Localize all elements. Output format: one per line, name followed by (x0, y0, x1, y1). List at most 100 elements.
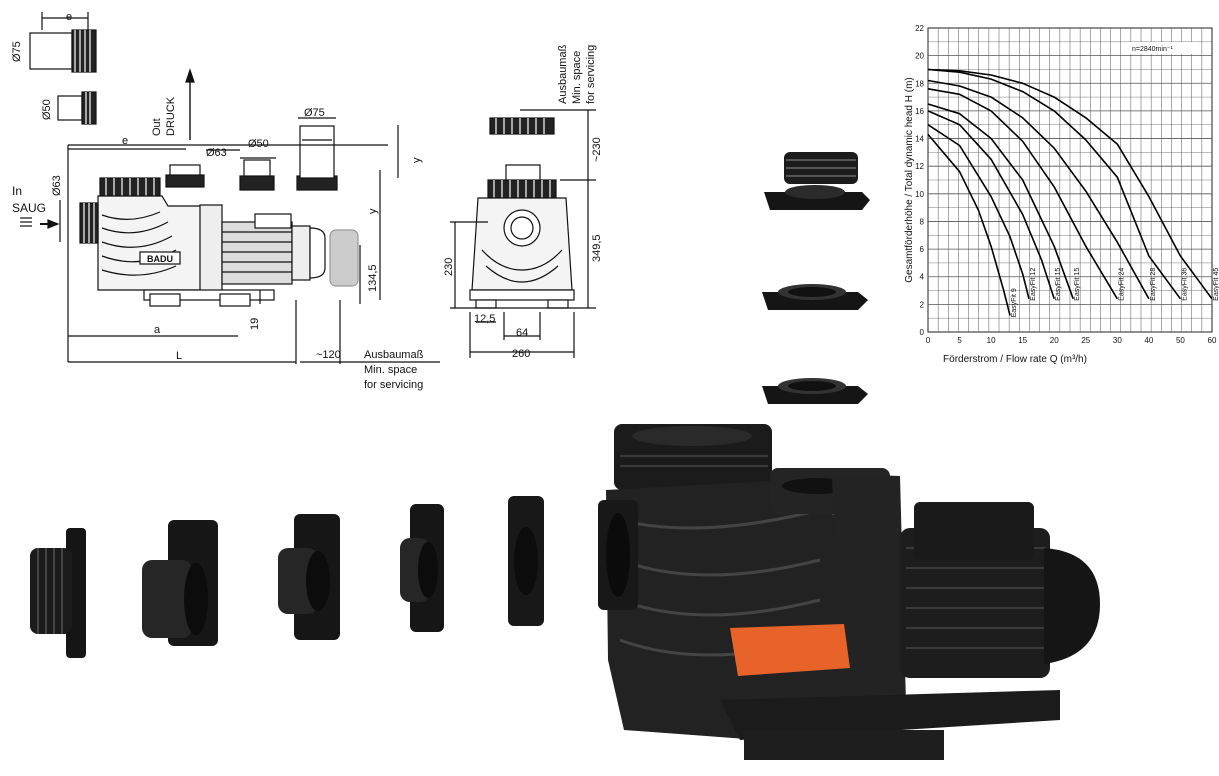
pump-photo-icon (598, 424, 1100, 760)
service-en-2-label: for servicing (364, 379, 423, 391)
threaded-adapter-icon (30, 528, 86, 658)
nameplate-icon (139, 251, 181, 265)
x-tick-label: 40 (1144, 336, 1153, 345)
in-label: In (12, 184, 22, 198)
y-tick-label: 16 (915, 107, 924, 116)
nameplate-label: BADU (147, 254, 173, 264)
dim-d75-label: Ø75 (304, 107, 325, 119)
dim-230-top-label: ~230 (591, 137, 603, 162)
dim-L-label: L (176, 350, 182, 362)
out-label: Out (151, 118, 163, 136)
dim-e-top-label: e (66, 11, 72, 23)
y-tick-label: 20 (915, 52, 924, 61)
x-tick-label: 60 (1208, 336, 1217, 345)
dim-19-label: 19 (249, 318, 261, 330)
chart-x-axis-label: Förderstrom / Flow rate Q (m³/h) (943, 354, 1087, 365)
x-tick-label: 20 (1050, 336, 1059, 345)
flange-adapters-row (30, 496, 544, 658)
series-label-4: EasyFit 15 (1074, 268, 1081, 301)
front-view-drawing (450, 109, 596, 358)
x-tick-label: 5 (957, 336, 962, 345)
druck-label: DRUCK (165, 96, 177, 136)
series-label-5: EasyFit 24 (1118, 268, 1125, 301)
y-tick-label: 12 (915, 162, 924, 171)
x-tick-label: 50 (1176, 336, 1185, 345)
chart-y-axis-label: Gesamtförderhöhe / Total dynamic head H … (904, 77, 915, 282)
series-label-6: EasyFit 28 (1150, 268, 1157, 301)
dim-64-label: 64 (516, 327, 528, 339)
y-tick-label: 22 (915, 24, 924, 33)
dim-d50-label: Ø50 (248, 138, 269, 150)
dim-d63-left-label: Ø63 (51, 175, 63, 196)
saug-label: SAUG (12, 201, 46, 215)
union-parts-vertical (762, 152, 870, 404)
front-service-de-label: Ausbaumaß (557, 44, 569, 104)
x-tick-label: 30 (1113, 336, 1122, 345)
dim-y-label: y (367, 208, 379, 214)
y-tick-label: 0 (920, 328, 925, 337)
union-flange-ring-1-icon (762, 284, 868, 310)
series-label-3: EasyFit 15 (1055, 268, 1062, 301)
service-de-label: Ausbaumaß (364, 349, 424, 361)
dim-12-5-label: 12,5 (474, 313, 495, 325)
x-tick-label: 10 (987, 336, 996, 345)
series-curve-2 (927, 124, 1030, 299)
y-tick-label: 8 (920, 217, 925, 226)
flange-adapter-4-icon (508, 496, 544, 626)
side-view-labels: e Ø75 Ø50 Out DRUCK In SAUG Ø63 e Ø63 Ø5… (11, 11, 424, 391)
dim-a-label: a (154, 324, 161, 336)
series-curve-6 (927, 79, 1150, 300)
flange-adapter-1-icon (142, 520, 218, 646)
union-socket-icon (764, 152, 870, 210)
chart-annotation: n=2840min⁻¹ (1132, 46, 1174, 53)
front-service-en-2-label: for servicing (585, 45, 597, 104)
series-label-7: EasyFit 36 (1181, 268, 1188, 301)
performance-chart: EasyFit 9 EasyFit 12 EasyFit 15 EasyFit 15 E… (904, 24, 1219, 365)
front-view-labels: Ausbaumaß Min. space for servicing ~230 … (443, 44, 603, 360)
dim-134-5-label: 134,5 (367, 264, 379, 292)
y-tick-label: 4 (920, 273, 925, 282)
dim-260-label: 260 (512, 348, 530, 360)
pump-front-view-icon (469, 117, 575, 309)
chart-x-ticks: 0 5 10 15 20 25 30 40 50 60 (926, 336, 1217, 345)
chart-curves: EasyFit 9 EasyFit 12 EasyFit 15 EasyFit 15 E… (927, 68, 1219, 317)
flange-adapter-3-icon (400, 504, 444, 632)
chart-grid (928, 28, 1212, 332)
fitting-75-top-icon (29, 29, 97, 73)
series-curve-3 (927, 110, 1055, 300)
series-curve-4 (927, 103, 1074, 300)
y-tick-label: 10 (915, 190, 924, 199)
y-tick-label: 18 (915, 79, 924, 88)
chart-y-ticks: 0 2 4 6 8 10 12 14 16 18 20 22 (915, 24, 924, 337)
series-curve-5 (927, 88, 1118, 300)
dim-230-label: 230 (443, 258, 455, 276)
union-flange-ring-2-icon (762, 378, 868, 404)
series-curve-7 (927, 68, 1182, 300)
dim-d50-top-label: Ø50 (41, 99, 53, 120)
series-label-8: EasyFit 45 (1213, 268, 1219, 301)
dim-d75-top-label: Ø75 (11, 41, 23, 62)
x-tick-label: 25 (1081, 336, 1090, 345)
dim-e-label: e (122, 135, 128, 147)
x-tick-label: 0 (926, 336, 931, 345)
pump-side-view-icon (79, 125, 359, 307)
service-en-1-label: Min. space (364, 364, 417, 376)
y-tick-label: 2 (920, 300, 925, 309)
flange-adapter-2-icon (278, 514, 340, 640)
fitting-50-top-icon (57, 91, 97, 125)
series-curve-1 (927, 133, 1011, 316)
y-tick-label: 14 (915, 135, 924, 144)
dim-y-top-label: y (411, 157, 423, 163)
y-tick-label: 6 (920, 245, 925, 254)
series-curve-8 (927, 68, 1213, 300)
front-service-en-1-label: Min. space (571, 51, 583, 104)
x-tick-label: 15 (1018, 336, 1027, 345)
series-label-1: EasyFit 9 (1011, 288, 1018, 317)
dim-349-5-label: 349,5 (591, 234, 603, 262)
side-view-drawing: BADU (20, 12, 440, 364)
dim-d63-label: Ø63 (206, 147, 227, 159)
chart-annotation-bg (1128, 42, 1198, 54)
series-label-2: EasyFit 12 (1030, 268, 1037, 301)
dim-120-label: ~120 (316, 349, 341, 361)
